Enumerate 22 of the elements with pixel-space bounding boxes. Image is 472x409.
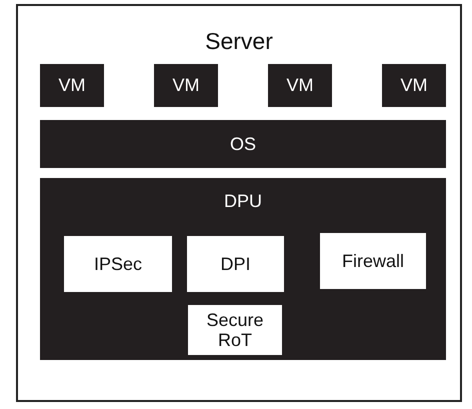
block-label: VM (172, 74, 200, 97)
function-block (188, 305, 282, 355)
block-label: Secure RoT (205, 310, 265, 350)
block-label: VM (286, 74, 314, 97)
function-block (320, 233, 426, 289)
vm-block (382, 64, 446, 107)
block-label: VM (58, 74, 86, 97)
title-text: Server (204, 27, 274, 56)
function-block (187, 236, 284, 292)
block-label: VM (400, 74, 428, 97)
block-label: Firewall (340, 250, 405, 272)
server-frame (16, 4, 462, 402)
block-label: IPSec (92, 252, 144, 276)
block-label: DPU (222, 190, 263, 213)
vm-block (154, 64, 218, 107)
block-label: DPI (219, 252, 252, 276)
vm-block (268, 64, 332, 107)
function-block (64, 236, 172, 292)
dpu-panel (40, 178, 446, 360)
os-layer (40, 120, 446, 168)
block-label: OS (228, 132, 257, 156)
vm-block (40, 64, 104, 107)
